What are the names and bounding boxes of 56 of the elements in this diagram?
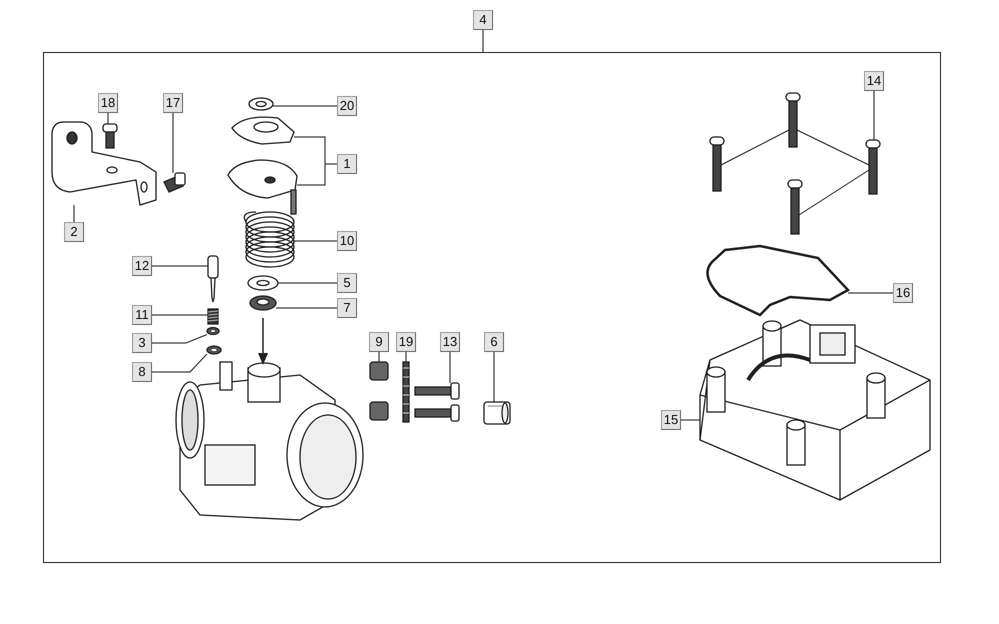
leader-line	[278, 282, 338, 284]
callout-number: 4	[473, 10, 493, 30]
callout-number: 2	[64, 222, 84, 242]
cam-plate-drawing	[227, 159, 298, 215]
cam-plate-drawing	[231, 116, 295, 145]
screw-drawing	[865, 139, 881, 195]
leader-line	[152, 334, 208, 344]
callout-number: 19	[396, 332, 416, 352]
leader-line	[796, 130, 870, 166]
callout-number: 8	[132, 362, 152, 382]
callout-number: 13	[440, 332, 460, 352]
screw-drawing	[163, 172, 186, 193]
washer-drawing	[248, 97, 274, 111]
leader-line	[720, 130, 790, 166]
spring-drawing	[369, 361, 389, 421]
screw-drawing	[709, 136, 725, 192]
spring-drawing	[207, 308, 219, 325]
pin-drawing	[207, 255, 219, 303]
callout-number: 5	[337, 273, 357, 293]
callout-number: 11	[132, 305, 152, 325]
leader-line	[848, 292, 894, 294]
callout-number: 18	[98, 93, 118, 113]
callout-number: 15	[661, 410, 681, 430]
callout-number: 20	[337, 96, 357, 116]
coil-spring-drawing	[244, 211, 295, 268]
washer-drawing	[247, 275, 279, 291]
gasket-drawing	[706, 244, 850, 316]
callout-number: 12	[132, 256, 152, 276]
leader-line	[482, 30, 484, 52]
shim-drawing	[402, 361, 410, 423]
leader-line	[152, 354, 208, 372]
callout-number: 17	[163, 93, 183, 113]
housing-drawing	[699, 319, 931, 501]
bracket-drawing	[51, 121, 157, 206]
callout-number: 10	[337, 231, 357, 251]
sleeve-drawing	[483, 401, 511, 425]
leader-line	[294, 240, 338, 242]
callout-number: 3	[132, 333, 152, 353]
screw-drawing	[787, 179, 803, 235]
callout-number: 14	[864, 71, 884, 91]
seal-ring-drawing	[249, 295, 277, 311]
leader-line	[172, 112, 174, 174]
callout-number: 6	[484, 332, 504, 352]
leader-line	[378, 352, 380, 362]
callout-number: 1	[337, 154, 357, 174]
leader-line	[296, 164, 338, 186]
callout-number: 7	[337, 298, 357, 318]
washer-drawing	[206, 345, 222, 355]
screw-drawing	[785, 92, 801, 148]
callout-number: 16	[893, 283, 913, 303]
leader-line	[152, 314, 208, 316]
screw-drawing	[414, 382, 460, 422]
screw-drawing	[102, 123, 118, 149]
washer-drawing	[206, 326, 220, 336]
leader-line	[798, 170, 870, 216]
callout-number: 9	[369, 332, 389, 352]
